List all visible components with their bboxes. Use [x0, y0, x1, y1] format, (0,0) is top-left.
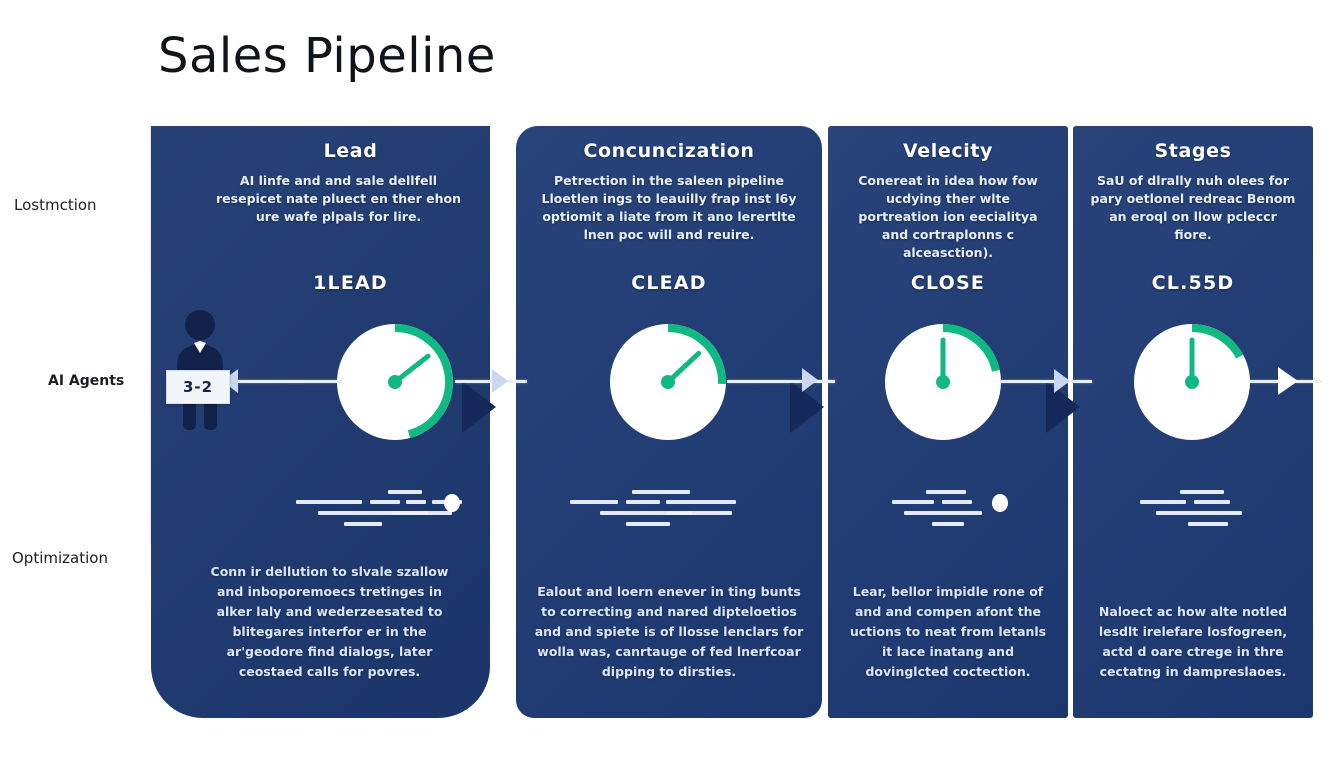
flow-line — [455, 380, 527, 383]
stage-footer: Lear, bellor impidle rone of and and com… — [849, 584, 1047, 679]
flow-line — [222, 380, 342, 383]
gauge-stages — [1134, 324, 1250, 440]
stage-footer: Conn ir dellution to slvale szallow and … — [210, 564, 449, 679]
stage-kpi: CLEAD — [631, 272, 707, 294]
text-lines-decoration — [892, 484, 1012, 540]
stage-description: Conereat in idea how fow ucdying ther wl… — [858, 173, 1038, 260]
stage-description: Petrection in the saleen pipeline Lloetl… — [541, 173, 797, 242]
flow-chevron — [462, 381, 496, 433]
gauge-velecity — [885, 324, 1001, 440]
stage-description: AI linfe and and sale dellfell resepicet… — [216, 173, 461, 224]
page-title: Sales Pipeline — [158, 28, 496, 84]
text-lines-decoration — [1140, 484, 1270, 540]
gauge-concuncization — [610, 324, 726, 440]
flow-arrow-right — [492, 369, 508, 393]
flow-line — [727, 380, 835, 383]
stage-title: Stages — [1154, 140, 1232, 162]
stage-footer: Ealout and loern enever in ting bunts to… — [534, 584, 804, 679]
person-icon — [177, 310, 223, 430]
row-label-ai-agents: AI Agents — [48, 373, 125, 389]
line-dot — [444, 494, 460, 512]
flow-arrow-right — [1054, 369, 1070, 393]
row-label-lostmction: Lostmction — [14, 196, 97, 214]
gauge-lead — [337, 324, 453, 440]
row-label-optimization: Optimization — [12, 549, 108, 567]
agent-badge: 3-2 — [166, 370, 230, 404]
stage-kpi: CL.55D — [1151, 272, 1235, 294]
stage-kpi: 1LEAD — [313, 272, 388, 294]
stage-kpi: CLOSE — [910, 272, 986, 294]
stage-title: Concuncization — [583, 140, 755, 162]
stage-title: Lead — [323, 140, 378, 162]
flow-arrow-right — [802, 368, 818, 392]
stage-title: Velecity — [903, 140, 993, 162]
stage-footer: Naloect ac how alte notled lesdlt irelef… — [1098, 604, 1288, 679]
stage-description: SaU of dlrally nuh olees for pary oetlon… — [1090, 173, 1296, 242]
line-dot — [992, 494, 1008, 512]
text-lines-decoration — [570, 484, 742, 540]
text-lines-decoration — [296, 484, 462, 540]
flow-line — [1000, 380, 1092, 383]
flow-arrow-end — [1278, 367, 1298, 395]
